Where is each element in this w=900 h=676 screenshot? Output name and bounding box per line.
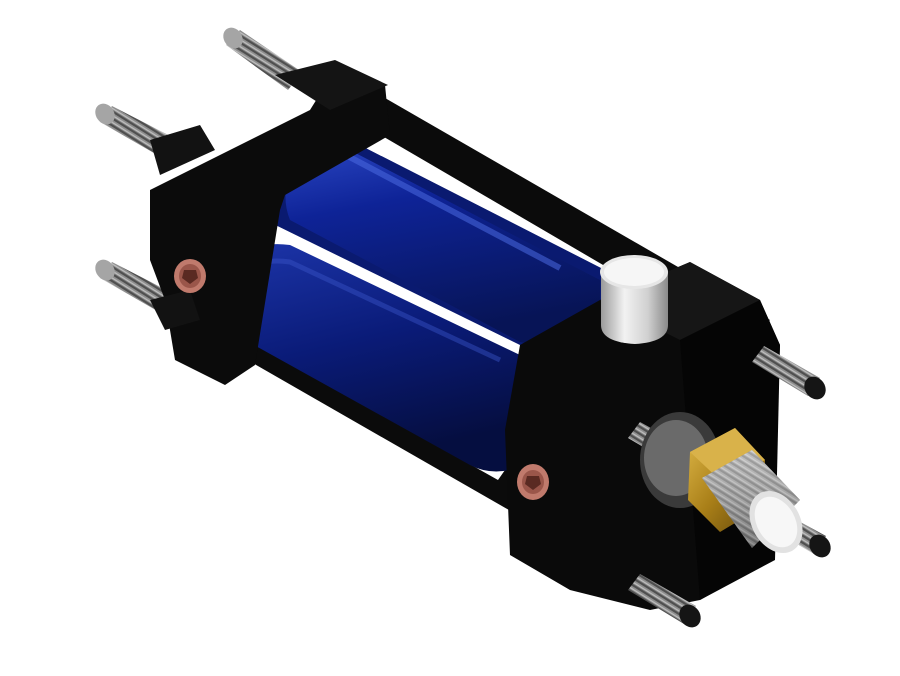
front-bolt-head xyxy=(517,464,549,500)
rear-end-cap xyxy=(150,60,390,385)
cylinder-barrel xyxy=(240,140,605,472)
rear-bolt-head xyxy=(174,259,206,293)
piston-rod xyxy=(702,450,803,553)
port-plug-icon xyxy=(600,255,668,344)
tie-rod-thread-front-top-right xyxy=(752,346,826,400)
tie-rod-thread-front-bottom xyxy=(628,574,701,628)
